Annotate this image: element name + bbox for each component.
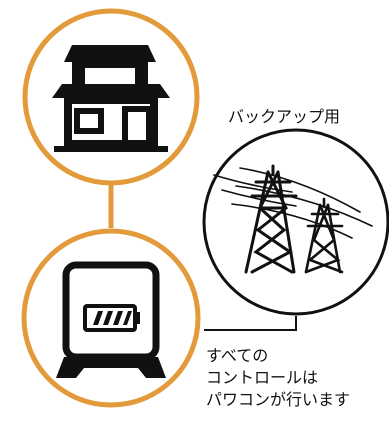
backup-label: バックアップ用 (228, 107, 341, 126)
battery-storage-icon (56, 261, 166, 378)
control-note-line: すべての (206, 346, 269, 365)
house-icon (52, 45, 170, 152)
power-transmission-tower-icon (213, 164, 373, 274)
control-note: すべての コントロールは パワコンが行います (206, 345, 350, 411)
battery-grid-connector (204, 316, 297, 331)
control-note-line: パワコンが行います (206, 390, 351, 409)
control-note-line: コントロールは (206, 368, 319, 387)
grid-node-ring (202, 128, 389, 316)
